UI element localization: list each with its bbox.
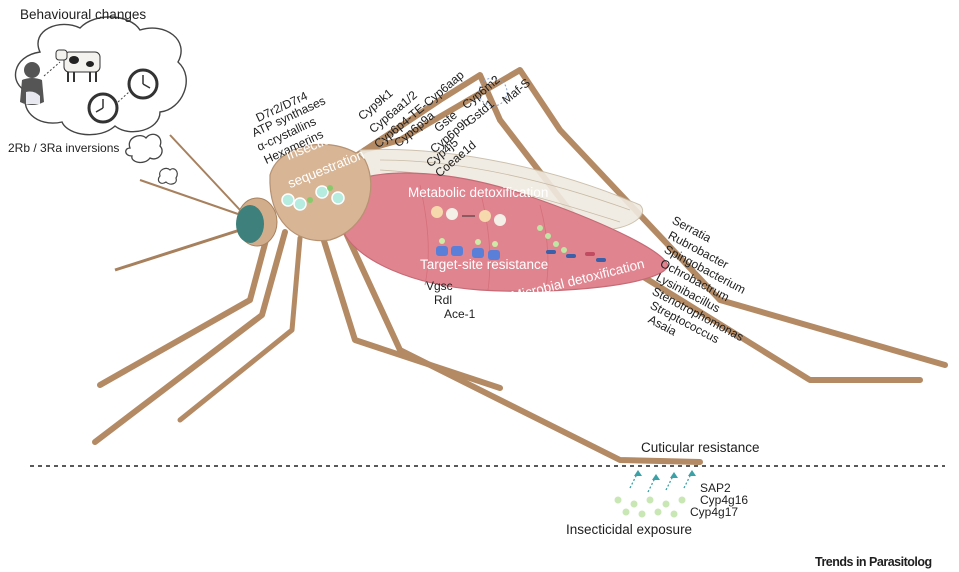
cuticular-title: Cuticular resistance [641, 441, 760, 455]
gene-label: Ace-1 [444, 308, 475, 320]
inversions-label: 2Rb / 3Ra inversions [8, 142, 119, 154]
gene-label: Vgsc [426, 280, 453, 292]
exposure-arrowheads [634, 470, 696, 480]
mosquito-head [236, 198, 277, 246]
insecticide-particles [615, 497, 686, 518]
gene-label: Cyp4g17 [690, 506, 738, 518]
clock-icon [129, 70, 157, 98]
target-site-title: Target-site resistance [420, 258, 548, 272]
clock-icon [89, 94, 117, 122]
journal-credit: Trends in Parasitolog [815, 556, 932, 569]
exposure-title: Insecticidal exposure [566, 523, 692, 537]
gene-label: Rdl [434, 294, 452, 306]
metabolic-title: Metabolic detoxification [408, 186, 548, 200]
behavioural-changes-title: Behavioural changes [20, 8, 146, 22]
